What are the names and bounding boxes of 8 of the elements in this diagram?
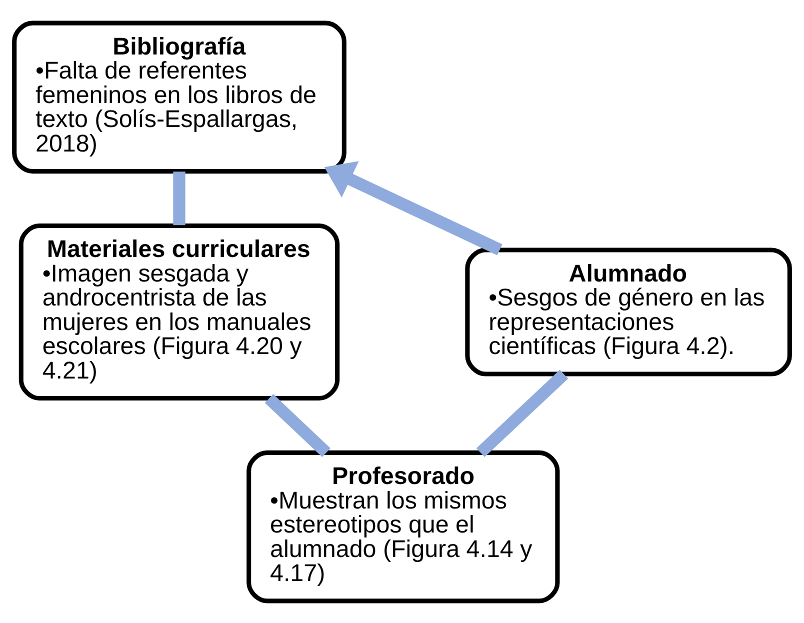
connector: [476, 369, 568, 457]
node-box: Profesorado •Muestran los mismos estereotipos que el alumnado (Figura 4.14 y 4.17): [246, 450, 560, 603]
node-box: Alumnado •Sesgos de género en las representaciones científicas (Figura 4.2).: [465, 247, 792, 376]
node-box: Bibliografía •Falta de referentes femeninos en los libros de texto (Solís-Espallargas, 2018): [12, 20, 346, 174]
node-box: Materiales curriculares •Imagen sesgada y androcentrista de las mujeres en los manuales escolares (Figura 4.20 y 4.21): [18, 223, 340, 400]
connector: [264, 394, 330, 457]
arrow: [324, 160, 502, 255]
connector: [173, 171, 186, 225]
